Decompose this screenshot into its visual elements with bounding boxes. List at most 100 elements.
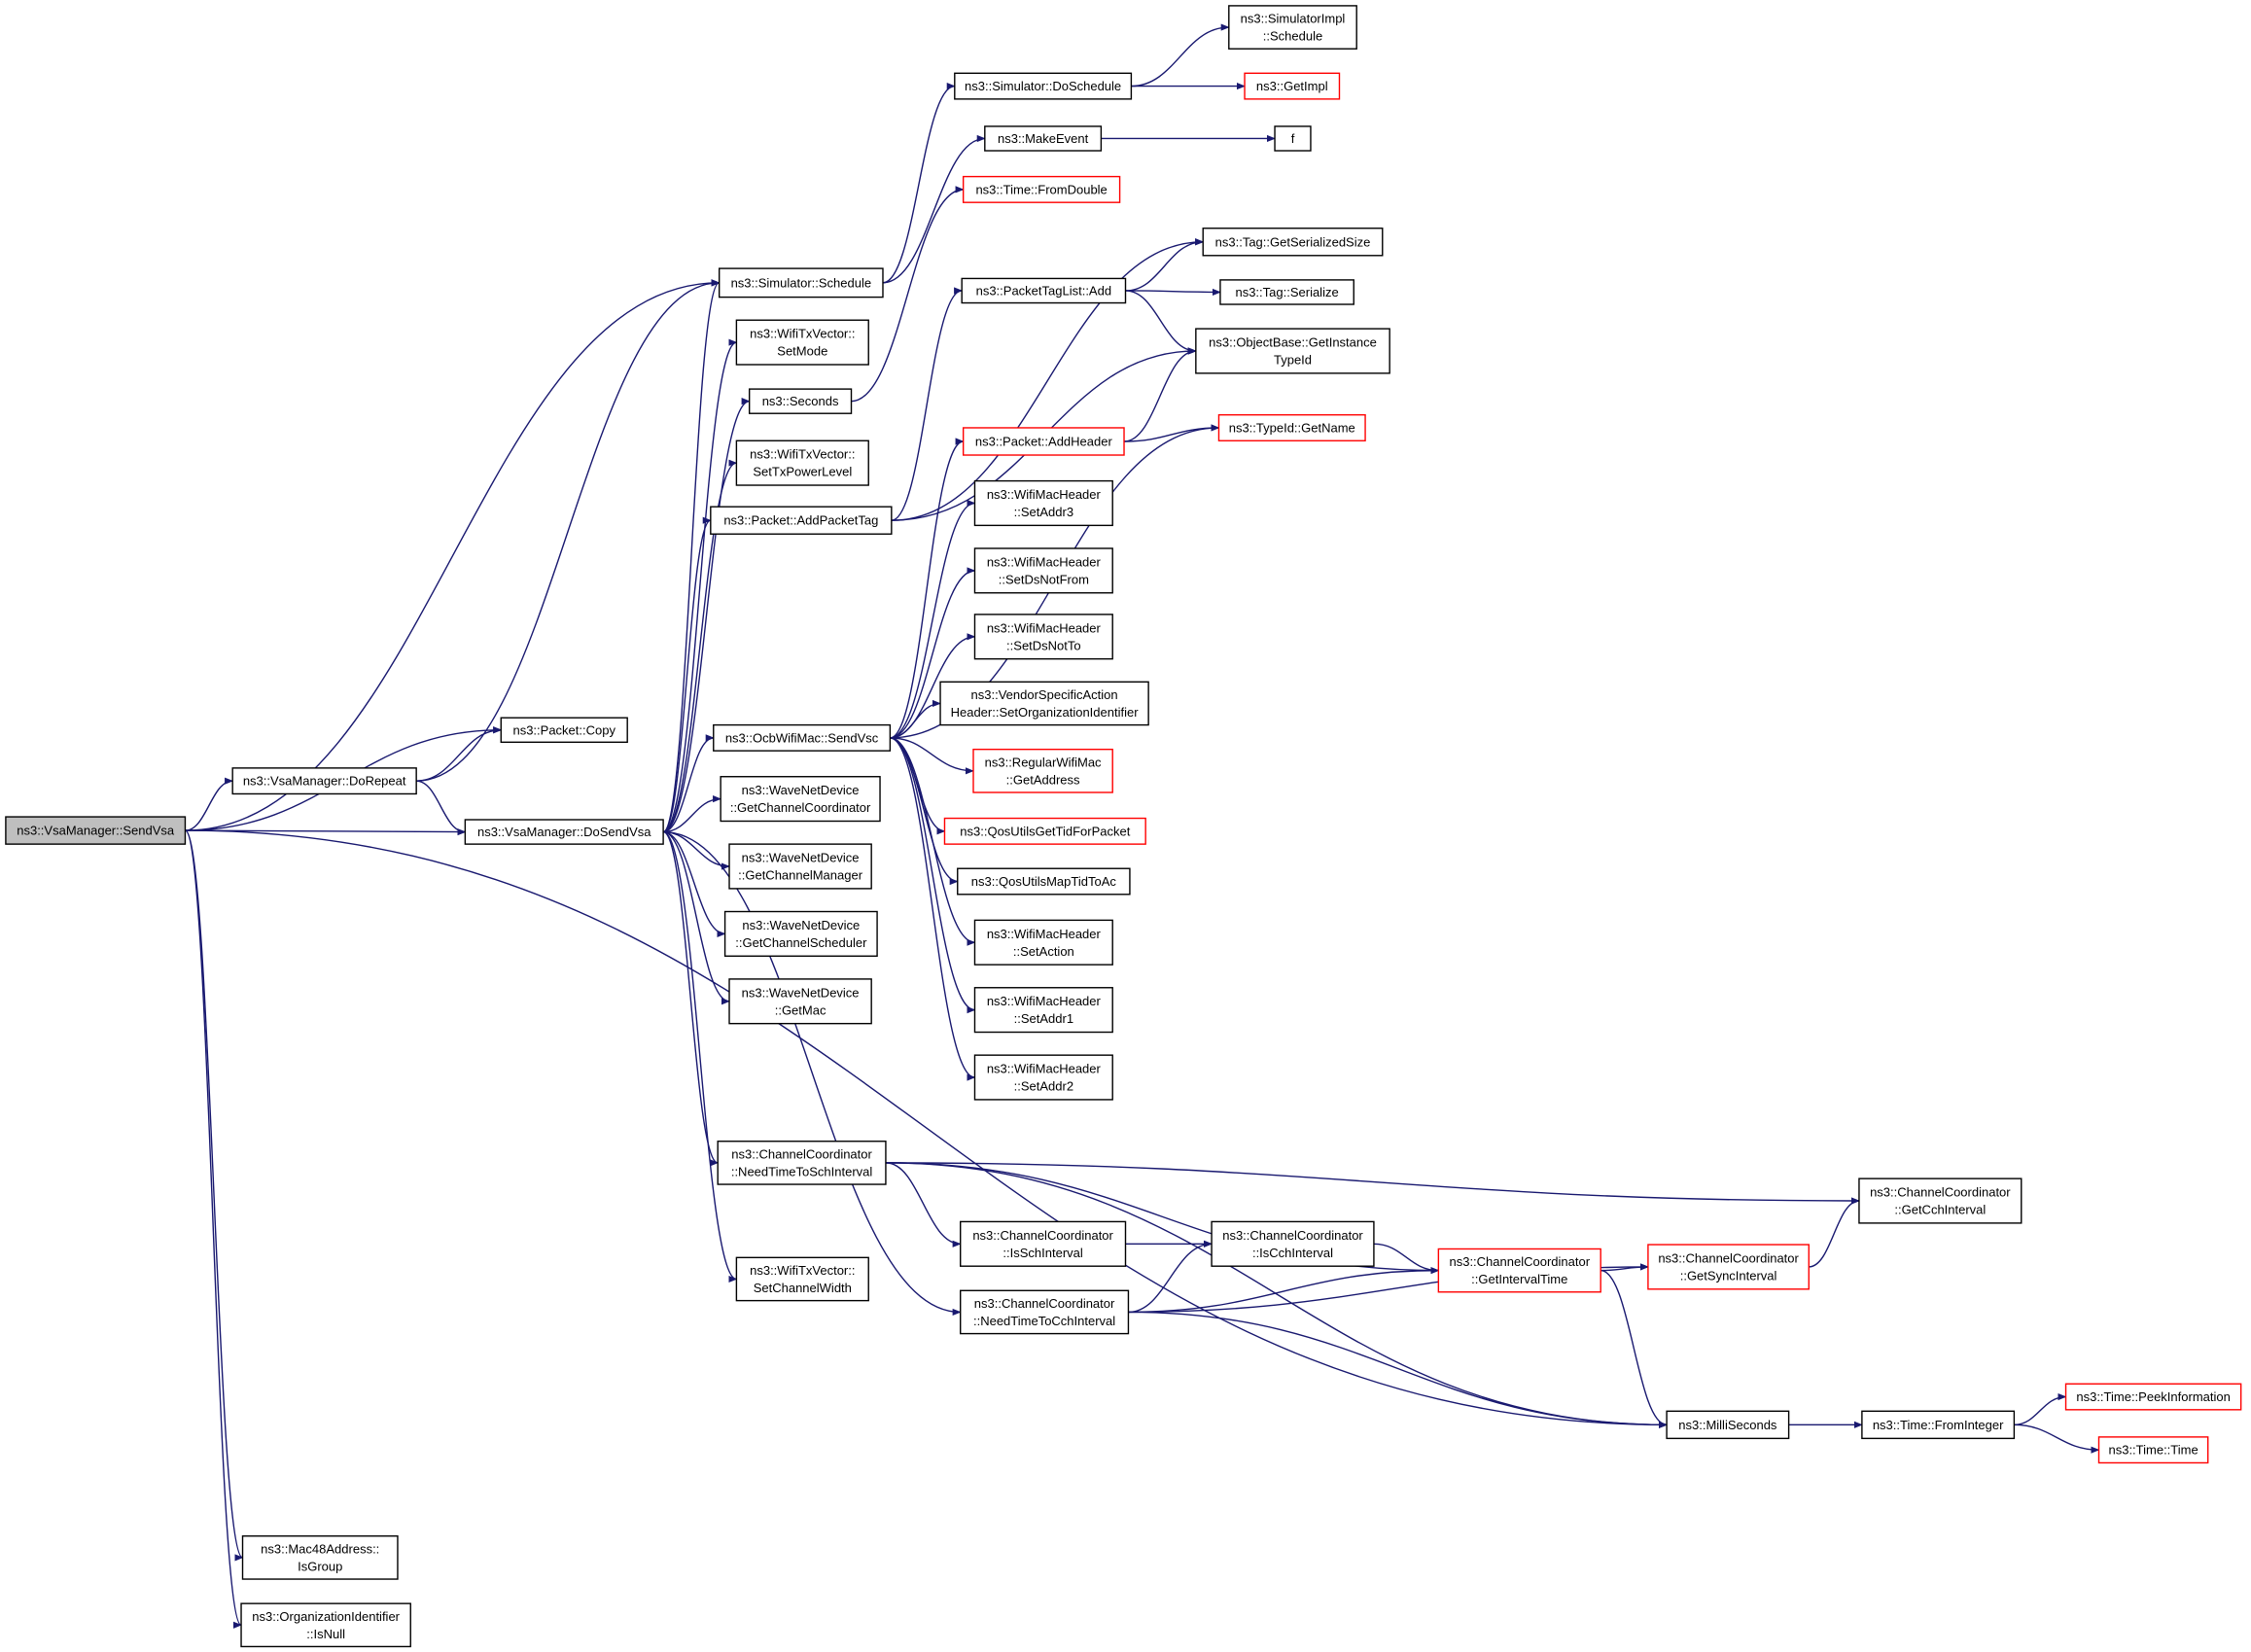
edge-sendvsa-to-dorepeat (185, 777, 234, 831)
node-cc-needtimetocch[interactable]: ns3::ChannelCoordinator::NeedTimeToCchIn… (960, 1289, 1130, 1335)
edges (184, 23, 2100, 1629)
node-box (728, 843, 872, 890)
node-label: IsGroup (298, 1559, 342, 1573)
node-box (723, 910, 878, 957)
node-makeevent[interactable]: ns3::MakeEvent (984, 125, 1103, 152)
node-wnd-getmac[interactable]: ns3::WaveNetDevice::GetMac (728, 978, 872, 1025)
edge-cc_needtimetocch-to-milliseconds (1128, 1311, 1668, 1428)
node-time-time[interactable]: ns3::Time::Time (2097, 1436, 2209, 1464)
node-tag-serialize[interactable]: ns3::Tag::Serialize (1219, 279, 1354, 305)
node-label: ns3::WifiTxVector:: (750, 1263, 855, 1278)
node-label: ns3::Time::Time (2108, 1443, 2198, 1458)
node-wtx-settxpower[interactable]: ns3::WifiTxVector::SetTxPowerLevel (735, 439, 869, 486)
node-time-frominteger[interactable]: ns3::Time::FromInteger (1861, 1410, 2016, 1440)
node-vsah-setorgid[interactable]: ns3::VendorSpecificActionHeader::SetOrga… (939, 681, 1149, 726)
node-mac48-isgroup[interactable]: ns3::Mac48Address::IsGroup (241, 1535, 399, 1580)
node-tag-getserializedsize[interactable]: ns3::Tag::GetSerializedSize (1202, 228, 1384, 257)
node-time-fromdouble[interactable]: ns3::Time::FromDouble (962, 175, 1121, 203)
nodes: ns3::VsaManager::SendVsa ns3::VsaManager:… (5, 5, 2242, 1648)
node-cc-getcchinterval[interactable]: ns3::ChannelCoordinator::GetCchInterval (1858, 1177, 2022, 1224)
node-wmh-setaction[interactable]: ns3::WifiMacHeader::SetAction (973, 919, 1113, 966)
node-box (957, 867, 1131, 896)
edge-dosendvsa-to-wnd_getmac (662, 830, 730, 1005)
node-packet-addpackettag[interactable]: ns3::Packet::AddPacketTag (710, 506, 893, 535)
node-box (962, 427, 1125, 456)
edge-sendvsa-to-milliseconds (185, 829, 1668, 1428)
node-wnd-getchmgr[interactable]: ns3::WaveNetDevice::GetChannelManager (728, 843, 872, 890)
node-box (1195, 328, 1390, 374)
node-label: ns3::WifiMacHeader (987, 927, 1102, 941)
node-box (231, 767, 417, 795)
node-packet-addheader[interactable]: ns3::Packet::AddHeader (962, 427, 1125, 456)
node-seconds[interactable]: ns3::Seconds (748, 388, 853, 414)
node-label: ::Schedule (1263, 29, 1322, 44)
node-box (954, 72, 1133, 100)
node-cc-getsyncinterval[interactable]: ns3::ChannelCoordinator::GetSyncInterval (1647, 1244, 1810, 1290)
node-wmh-setdsnotto[interactable]: ns3::WifiMacHeader::SetDsNotTo (973, 614, 1113, 660)
node-box (1274, 125, 1312, 152)
edge-cc_iscchinterval-to-cc_getintervaltime (1373, 1243, 1440, 1275)
node-label: ns3::VsaManager::DoRepeat (243, 774, 406, 789)
node-packet-copy[interactable]: ns3::Packet::Copy (500, 717, 628, 744)
node-label: ns3::WaveNetDevice (742, 783, 860, 797)
node-dorepeat[interactable]: ns3::VsaManager::DoRepeat (231, 767, 417, 795)
node-time-peekinformation[interactable]: ns3::Time::PeekInformation (2064, 1383, 2242, 1411)
node-wmh-setaddr2[interactable]: ns3::WifiMacHeader::SetAddr2 (973, 1054, 1113, 1101)
node-box (720, 776, 881, 823)
node-box (973, 919, 1113, 966)
node-wmh-setaddr3[interactable]: ns3::WifiMacHeader::SetAddr3 (973, 479, 1113, 527)
node-wtx-setmode[interactable]: ns3::WifiTxVector::SetMode (735, 319, 869, 366)
node-typeid-getname[interactable]: ns3::TypeId::GetName (1217, 413, 1366, 441)
node-milliseconds[interactable]: ns3::MilliSeconds (1666, 1410, 1790, 1440)
edge-ocb_sendvsc-to-packet_addheader (890, 438, 965, 739)
node-cc-iscchinterval[interactable]: ns3::ChannelCoordinator::IsCchInterval (1211, 1220, 1375, 1267)
node-box (1858, 1177, 2022, 1224)
edge-cc_needtimetosch-to-cc_getcchinterval (885, 1162, 1860, 1205)
node-box (973, 987, 1113, 1034)
node-wmh-setaddr1[interactable]: ns3::WifiMacHeader::SetAddr1 (973, 987, 1113, 1034)
edge-dosendvsa-to-packet_addpackettag (662, 516, 712, 833)
node-label: ns3::Tag::Serialize (1235, 285, 1338, 299)
node-dosendvsa[interactable]: ns3::VsaManager::DoSendVsa (464, 819, 664, 845)
node-label: ::GetIntervalTime (1471, 1272, 1567, 1286)
node-cc-getintervaltime[interactable]: ns3::ChannelCoordinator::GetIntervalTime (1437, 1248, 1601, 1293)
node-qos-gettid[interactable]: ns3::QosUtilsGetTidForPacket (943, 817, 1146, 845)
node-label: ns3::Packet::AddHeader (975, 434, 1113, 448)
node-simimpl-schedule[interactable]: ns3::SimulatorImpl::Schedule (1228, 5, 1357, 50)
node-ptl-add[interactable]: ns3::PacketTagList::Add (961, 277, 1127, 304)
node-box (962, 175, 1121, 203)
node-cc-needtimetosch[interactable]: ns3::ChannelCoordinator::NeedTimeToSchIn… (717, 1141, 887, 1185)
edge-cc_needtimetosch-to-milliseconds (885, 1162, 1668, 1428)
node-label: SetMode (777, 344, 827, 359)
node-getimpl[interactable]: ns3::GetImpl (1244, 72, 1341, 100)
edge-ocb_sendvsc-to-vsah_setorgid (890, 699, 941, 739)
node-rwm-getaddress[interactable]: ns3::RegularWifiMac::GetAddress (972, 748, 1113, 793)
node-f[interactable]: f (1274, 125, 1312, 152)
node-sim-doschedule[interactable]: ns3::Simulator::DoSchedule (954, 72, 1133, 100)
node-label: Header::SetOrganizationIdentifier (951, 705, 1140, 720)
node-sendvsa[interactable]: ns3::VsaManager::SendVsa (5, 816, 187, 845)
edge-ocb_sendvsc-to-qos_maptid (890, 737, 959, 886)
node-label: ns3::Packet::AddPacketTag (723, 513, 878, 528)
node-ocb-sendvsc[interactable]: ns3::OcbWifiMac::SendVsc (713, 723, 892, 752)
node-label: ns3::Time::PeekInformation (2076, 1389, 2230, 1404)
edge-ocb_sendvsc-to-wmh_setaction (890, 737, 976, 946)
node-box (735, 319, 869, 366)
node-qos-maptid[interactable]: ns3::QosUtilsMapTidToAc (957, 867, 1131, 896)
node-orgid-isnull[interactable]: ns3::OrganizationIdentifier::IsNull (240, 1602, 411, 1648)
edge-ptl_add-to-tag_serialize (1125, 288, 1221, 297)
node-sim-schedule[interactable]: ns3::Simulator::Schedule (718, 267, 884, 299)
node-wtx-setchwidth[interactable]: ns3::WifiTxVector::SetChannelWidth (735, 1256, 869, 1302)
node-label: ns3::VsaManager::DoSendVsa (477, 825, 651, 839)
edge-dosendvsa-to-wtx_setmode (662, 338, 738, 833)
node-label: ::IsNull (306, 1627, 345, 1641)
node-wmh-setdsnotfrom[interactable]: ns3::WifiMacHeader::SetDsNotFrom (973, 547, 1113, 594)
node-wnd-getchsched[interactable]: ns3::WaveNetDevice::GetChannelScheduler (723, 910, 878, 957)
node-cc-isschinterval[interactable]: ns3::ChannelCoordinator::IsSchInterval (960, 1220, 1127, 1267)
edge-sendvsa-to-mac48_isgroup (184, 829, 244, 1562)
node-label: SetTxPowerLevel (753, 465, 852, 479)
node-wnd-getchcoord[interactable]: ns3::WaveNetDevice::GetChannelCoordinato… (720, 776, 881, 823)
node-label: ns3::Simulator::Schedule (731, 275, 872, 290)
